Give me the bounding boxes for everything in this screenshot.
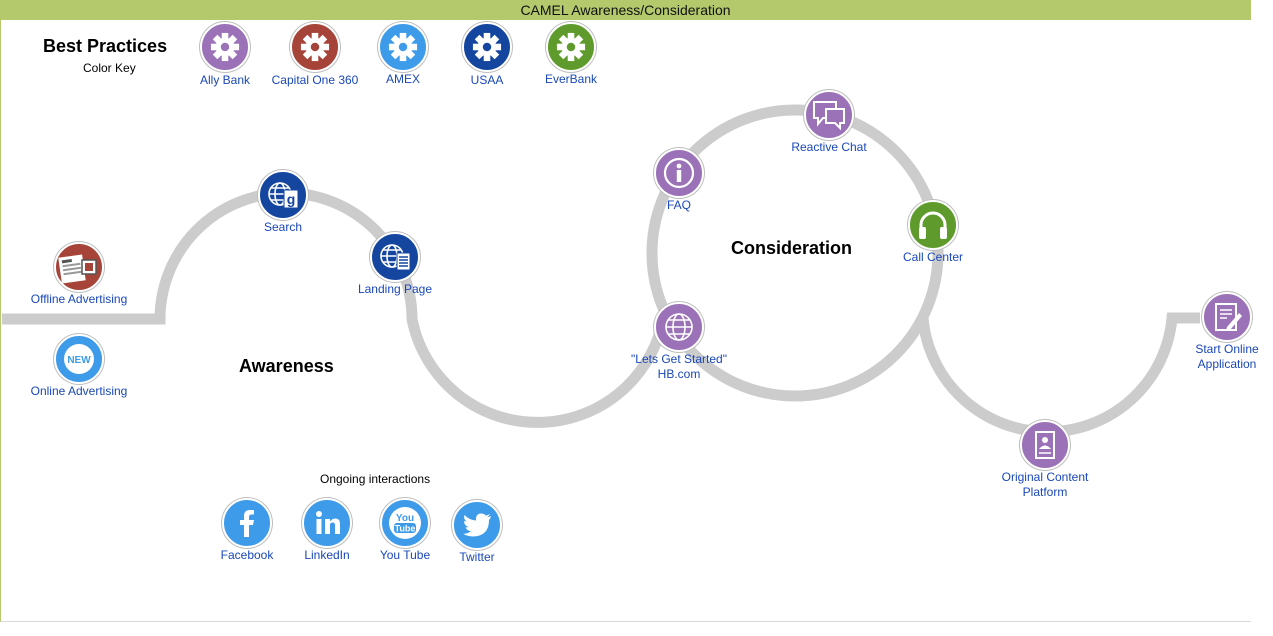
node-label-line2: Application <box>1197 357 1257 371</box>
gear-icon <box>546 22 596 72</box>
twitter-icon <box>452 500 502 550</box>
svg-text:You: You <box>396 513 414 524</box>
node-label: Landing Page <box>357 282 433 296</box>
node-label: Offline Advertising <box>30 292 128 306</box>
key-label: AMEX <box>385 72 421 86</box>
node-label-line1: "Lets Get Started" <box>631 352 727 366</box>
linkedin-icon <box>302 498 352 548</box>
ongoing-label: You Tube <box>379 548 431 562</box>
awareness-stage-heading: Awareness <box>239 356 334 376</box>
globe-icon <box>654 302 704 352</box>
globe-page-icon <box>370 232 420 282</box>
node-label: FAQ <box>666 198 692 212</box>
key-label: Capital One 360 <box>271 73 359 87</box>
page-frame <box>0 0 1251 622</box>
facebook-icon <box>222 498 272 548</box>
ongoing-label: Facebook <box>220 548 274 562</box>
node-label: Call Center <box>902 250 964 264</box>
new-badge-icon: NEW <box>54 334 104 384</box>
node-label: Online Advertising <box>30 384 128 398</box>
ongoing-interactions-heading: Ongoing interactions <box>320 472 431 486</box>
key-label: Ally Bank <box>199 73 251 87</box>
key-label: EverBank <box>544 72 598 86</box>
info-icon <box>654 148 704 198</box>
consideration-stage-heading: Consideration <box>731 238 853 258</box>
form-pen-icon <box>1202 292 1252 342</box>
gear-icon <box>462 22 512 72</box>
ongoing-label: LinkedIn <box>304 548 350 562</box>
node-label-line1: Original Content <box>1001 470 1089 484</box>
key-label: USAA <box>470 73 504 87</box>
gear-icon <box>290 22 340 72</box>
youtube-icon: You Tube <box>380 498 430 548</box>
color-key-label: Color Key <box>83 61 136 75</box>
node-label-line2: Platform <box>1022 485 1068 499</box>
headset-icon <box>908 200 958 250</box>
svg-text:NEW: NEW <box>67 355 91 366</box>
chat-bubbles-icon <box>804 90 854 140</box>
svg-text:Tube: Tube <box>395 524 416 534</box>
svg-text:g: g <box>287 191 296 207</box>
node-label: Search <box>263 220 303 234</box>
node-label-line1: Start Online <box>1195 342 1259 356</box>
node-label-line2: HB.com <box>657 367 701 381</box>
gear-icon <box>200 22 250 72</box>
node-label: Reactive Chat <box>791 140 867 154</box>
best-practices-heading: Best Practices <box>43 36 168 56</box>
newspaper-icon <box>54 242 104 292</box>
gear-icon <box>378 22 428 72</box>
ongoing-label: Twitter <box>459 550 495 564</box>
globe-search-icon: g <box>258 170 308 220</box>
document-icon <box>1020 420 1070 470</box>
page-title-bar: CAMEL Awareness/Consideration <box>0 0 1251 20</box>
